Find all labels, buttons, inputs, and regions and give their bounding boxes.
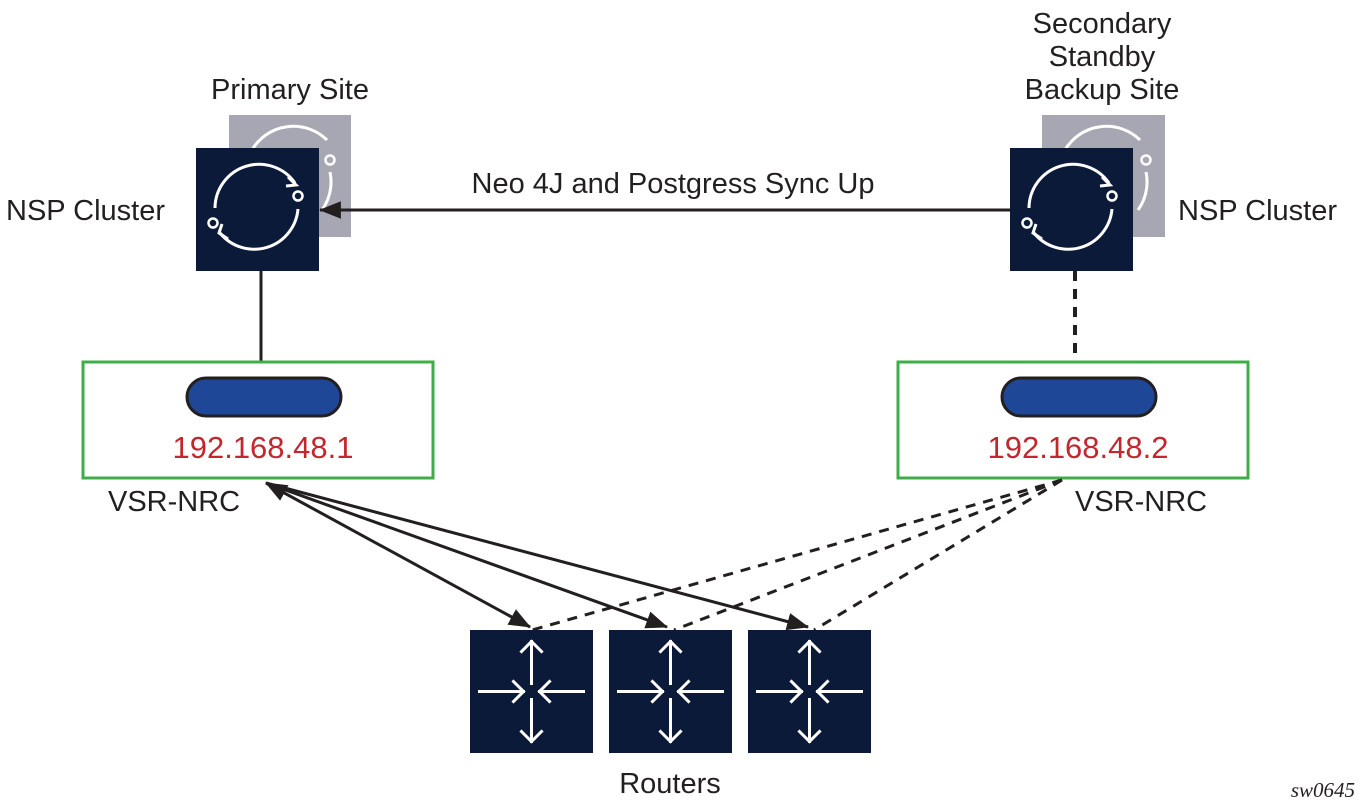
router-1[interactable]: [470, 630, 593, 753]
primary-vsr-label: VSR-NRC: [108, 486, 240, 518]
sync-cycle-icon: [196, 148, 319, 271]
primary-site-label: Primary Site: [211, 74, 369, 106]
router-arrows-icon: [756, 639, 863, 744]
vsr-pill-icon: [1000, 376, 1158, 418]
primary-vsr-nrc[interactable]: 192.168.48.1: [81, 360, 435, 480]
secondary-vsr-label: VSR-NRC: [1075, 486, 1207, 518]
sync-label: Neo 4J and Postgress Sync Up: [472, 168, 875, 200]
vsr-pill-icon: [185, 376, 343, 418]
secondary-router-link-2: [673, 478, 1063, 632]
primary-router-link-3: [265, 481, 810, 631]
figure-id: sw0645: [1291, 778, 1355, 802]
secondary-nsp-cluster[interactable]: [1010, 115, 1165, 271]
router-2[interactable]: [609, 630, 732, 753]
secondary-cluster-label: NSP Cluster: [1178, 195, 1337, 227]
secondary-site-label-line3: Backup Site: [1025, 74, 1180, 106]
secondary-router-link-1: [531, 478, 1063, 632]
secondary-vsr-nrc[interactable]: 192.168.48.2: [896, 360, 1250, 480]
primary-cluster-label: NSP Cluster: [6, 195, 165, 227]
primary-nsp-cluster[interactable]: [196, 115, 351, 271]
router-arrows-icon: [617, 639, 724, 744]
secondary-router-links: [531, 478, 1063, 632]
routers-label: Routers: [619, 768, 721, 800]
primary-router-links: [265, 481, 810, 631]
router-3[interactable]: [748, 630, 871, 753]
sync-cycle-icon: [1010, 148, 1133, 271]
router-arrows-icon: [478, 639, 585, 744]
routers-group: [470, 630, 871, 753]
secondary-vsr-ip: 192.168.48.2: [987, 430, 1168, 465]
sync-link: Neo 4J and Postgress Sync Up: [318, 168, 1010, 219]
primary-router-link-1: [265, 481, 531, 629]
secondary-router-link-3: [813, 478, 1063, 632]
secondary-site-label-line1: Secondary: [1033, 8, 1172, 40]
primary-vsr-ip: 192.168.48.1: [172, 430, 353, 465]
secondary-site-label-line2: Standby: [1049, 41, 1156, 73]
primary-router-link-2: [265, 481, 669, 629]
